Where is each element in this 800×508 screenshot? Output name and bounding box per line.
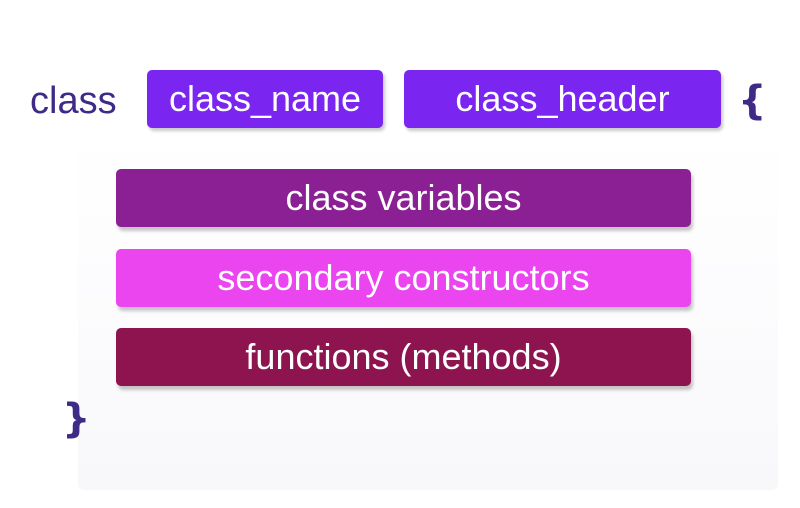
class-name-block: class_name [147, 70, 383, 128]
class-header-block: class_header [404, 70, 721, 128]
functions-block: functions (methods) [116, 328, 691, 386]
closing-brace: } [62, 396, 91, 442]
opening-brace: { [738, 78, 767, 124]
class-keyword: class [30, 80, 117, 122]
secondary-constructors-block: secondary constructors [116, 249, 691, 307]
class-variables-block: class variables [116, 169, 691, 227]
